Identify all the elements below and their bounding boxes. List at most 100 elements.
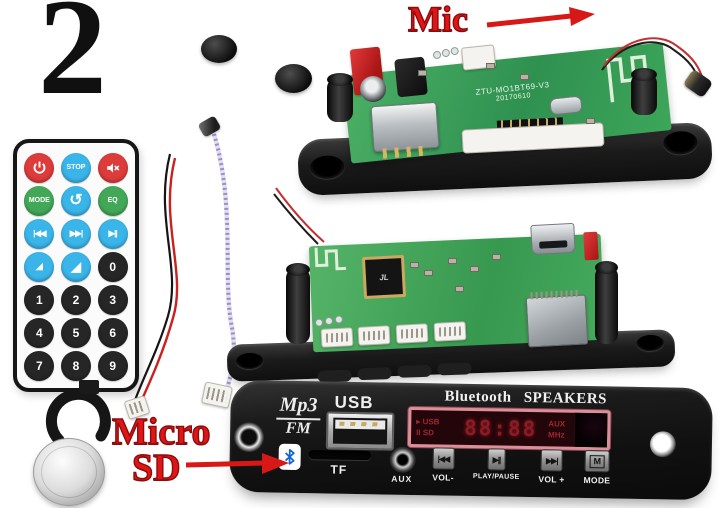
- aux-jack: [389, 446, 416, 474]
- remote-button-mode: MODE: [24, 185, 55, 216]
- pause-indicator-icon: II: [416, 428, 421, 438]
- mic-annotation-arrow: [486, 7, 595, 28]
- decoder-chip: JL: [361, 254, 407, 300]
- remote-button-next: ▶▶|: [60, 218, 91, 249]
- ir-receiver-window: [573, 412, 608, 448]
- remote-button-mute: [97, 152, 128, 183]
- brand-text: Mp3 FM: [270, 393, 327, 438]
- remote-button-stop: STOP: [60, 152, 91, 183]
- display-digits: 88:88: [463, 415, 538, 442]
- antenna-trace: [314, 247, 347, 271]
- previous-icon: |◀◀: [437, 453, 450, 464]
- bracket-hole: [235, 352, 264, 370]
- mounting-post: [595, 261, 618, 344]
- bracket-hole: [636, 334, 664, 352]
- jst-connector-white: [395, 323, 429, 344]
- sd-indicator: SD: [422, 428, 435, 438]
- mounting-post: [631, 68, 657, 115]
- led-display: ▸ USB II SD 88:88 AUX MHz: [407, 406, 611, 451]
- jst-connector-white: [433, 321, 467, 342]
- button-bump: [437, 362, 472, 376]
- usb-indicator: USB: [422, 417, 440, 427]
- remote-button-digit-7: 7: [24, 350, 55, 381]
- remote-button-digit-6: 6: [97, 317, 128, 348]
- panel-button-label-play-pause: PLAY/PAUSE: [472, 473, 520, 481]
- capacitor: [360, 76, 386, 102]
- remote-button-digit-4: 4: [24, 317, 55, 348]
- panel-button-label-mode: MODE: [583, 474, 611, 486]
- panel-button-mode: M: [584, 449, 611, 473]
- next-icon: ▶▶|: [69, 228, 83, 238]
- micro-usb-port: [530, 222, 576, 256]
- mhz-indicator: MHz: [548, 430, 565, 440]
- aux-jack-label: AUX: [391, 473, 413, 484]
- bracket-hole: [309, 155, 345, 180]
- micro-sd-line2: SD: [131, 447, 181, 490]
- remote-button-eq: EQ: [97, 185, 128, 216]
- tf-slot-label: TF: [330, 462, 348, 477]
- remote-button-vol-up: ◢: [60, 251, 91, 282]
- remote-button-digit-0: 0: [97, 251, 128, 282]
- play-pause-icon: ▶||: [108, 228, 118, 238]
- remote-button-digit-1: 1: [24, 284, 55, 315]
- micro-sd-annotation-arrow: [186, 453, 289, 474]
- tf-card-slot: [308, 450, 371, 461]
- micro-sd-line1: Micro: [111, 411, 211, 453]
- main-board-pigtail-wire: [273, 187, 325, 245]
- repeat-icon: ↺: [69, 191, 83, 209]
- jst-connector-red: [583, 231, 599, 261]
- display-left-indicators: ▸ USB II SD: [411, 410, 454, 445]
- previous-icon: |◀◀: [33, 228, 46, 238]
- solder-pads: [432, 46, 460, 63]
- bracket-hole: [662, 130, 698, 156]
- chip-marking: JL: [379, 272, 389, 282]
- remote-button-power: [24, 152, 55, 183]
- power-cable: [132, 153, 179, 407]
- screw-cap-1: [201, 35, 237, 63]
- remote-button-repeat: ↺: [60, 185, 91, 216]
- brand-fm: FM: [285, 419, 311, 438]
- panel-button-vol-minus: |◀◀: [432, 447, 455, 470]
- front-panel: Mp3 FM USB TF AUX Bluetooth SPEAKERS ▸ U…: [229, 379, 713, 501]
- remote-button-digit-5: 5: [60, 317, 91, 348]
- remote-button-vol-down: ◢: [24, 251, 55, 282]
- play-indicator-icon: ▸: [416, 417, 421, 427]
- volume-up-icon: ◢: [70, 259, 81, 274]
- jst-connector-white: [357, 325, 391, 346]
- mic-annotation-label: Mic: [407, 0, 468, 39]
- panel-button-label-vol-minus: VOL-: [432, 472, 454, 483]
- index-number: 2: [38, 0, 107, 123]
- mounting-post: [327, 73, 353, 122]
- panel-button-group-play-pause: ▶|| PLAY/PAUSE: [473, 448, 520, 484]
- remote-button-digit-3: 3: [97, 284, 128, 315]
- mode-icon: M: [589, 454, 606, 468]
- button-bump: [397, 364, 432, 378]
- display-right-indicators: AUX MHz: [548, 412, 575, 446]
- panel-screw-hole-right: [649, 431, 677, 458]
- play-pause-icon: ▶||: [492, 454, 501, 465]
- micro-sd-annotation-label: Micro SD: [111, 411, 211, 490]
- remote-button-digit-9: 9: [97, 350, 128, 381]
- next-icon: ▶▶|: [546, 455, 558, 466]
- volume-down-icon: ◢: [35, 261, 43, 271]
- bluetooth-icon: [278, 443, 301, 471]
- mute-icon: [106, 162, 120, 173]
- mounting-post: [286, 263, 310, 344]
- panel-title: Bluetooth SPEAKERS: [444, 388, 608, 408]
- component-black: [394, 56, 428, 98]
- remote-button-digit-2: 2: [60, 284, 91, 315]
- panel-button-label-vol-plus: VOL +: [538, 474, 565, 485]
- aux-indicator: AUX: [548, 419, 566, 429]
- coin-battery: [33, 438, 105, 506]
- usb-port-rear: [370, 101, 440, 159]
- jst-connector-white: [320, 327, 354, 348]
- usb-port: [325, 411, 395, 451]
- power-icon: [33, 161, 46, 174]
- panel-buttons: |◀◀ VOL- ▶|| PLAY/PAUSE ▶▶| VOL + M MODE: [432, 447, 611, 485]
- screw-cap-2: [275, 64, 312, 93]
- panel-button-vol-plus: ▶▶|: [540, 449, 563, 472]
- panel-button-group-mode: M MODE: [583, 449, 611, 486]
